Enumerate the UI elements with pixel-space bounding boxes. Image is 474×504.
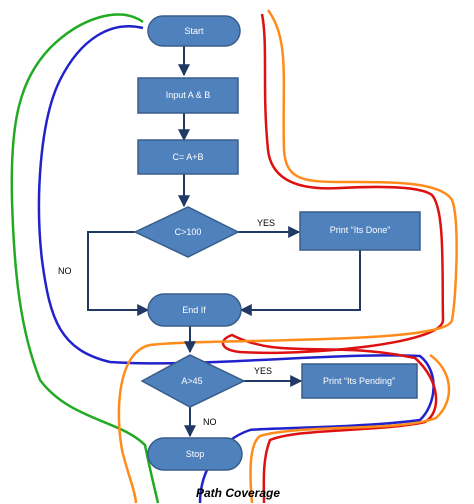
decision1-label: C>100: [175, 227, 202, 237]
compute-label: C= A+B: [172, 152, 203, 162]
compute-box: [137, 139, 239, 175]
path-orange-lower-curve: [249, 353, 451, 504]
print-pending-label: Print “Its Pending”: [323, 376, 395, 386]
start-label: Start: [184, 26, 204, 36]
print-pending-box: [301, 363, 418, 399]
start-node: [147, 15, 241, 47]
input-box: [137, 77, 239, 114]
endif-node: [147, 293, 242, 327]
endif-label: End If: [182, 305, 206, 315]
stop-label: Stop: [186, 449, 205, 459]
path-orange-curve: [117, 9, 458, 504]
path-green-curve: [10, 13, 160, 504]
decision2-diamond: [140, 354, 246, 408]
path-blue-curve: [37, 25, 435, 504]
decision2-no-label: NO: [203, 417, 217, 427]
decision2-yes-label: YES: [254, 366, 272, 376]
decision1-no-label: NO: [58, 266, 72, 276]
diagram-caption: Path Coverage: [196, 486, 280, 500]
stop-node: [147, 437, 243, 471]
decision1-yes-label: YES: [257, 218, 275, 228]
edge-decision1-no: [87, 231, 150, 316]
input-label: Input A & B: [166, 90, 211, 100]
decision1-diamond: [133, 206, 240, 258]
print-done-label: Print “Its Done”: [330, 225, 391, 235]
print-done-box: [299, 211, 421, 251]
decision2-label: A>45: [181, 376, 202, 386]
edge-printdone-endif: [239, 250, 361, 316]
